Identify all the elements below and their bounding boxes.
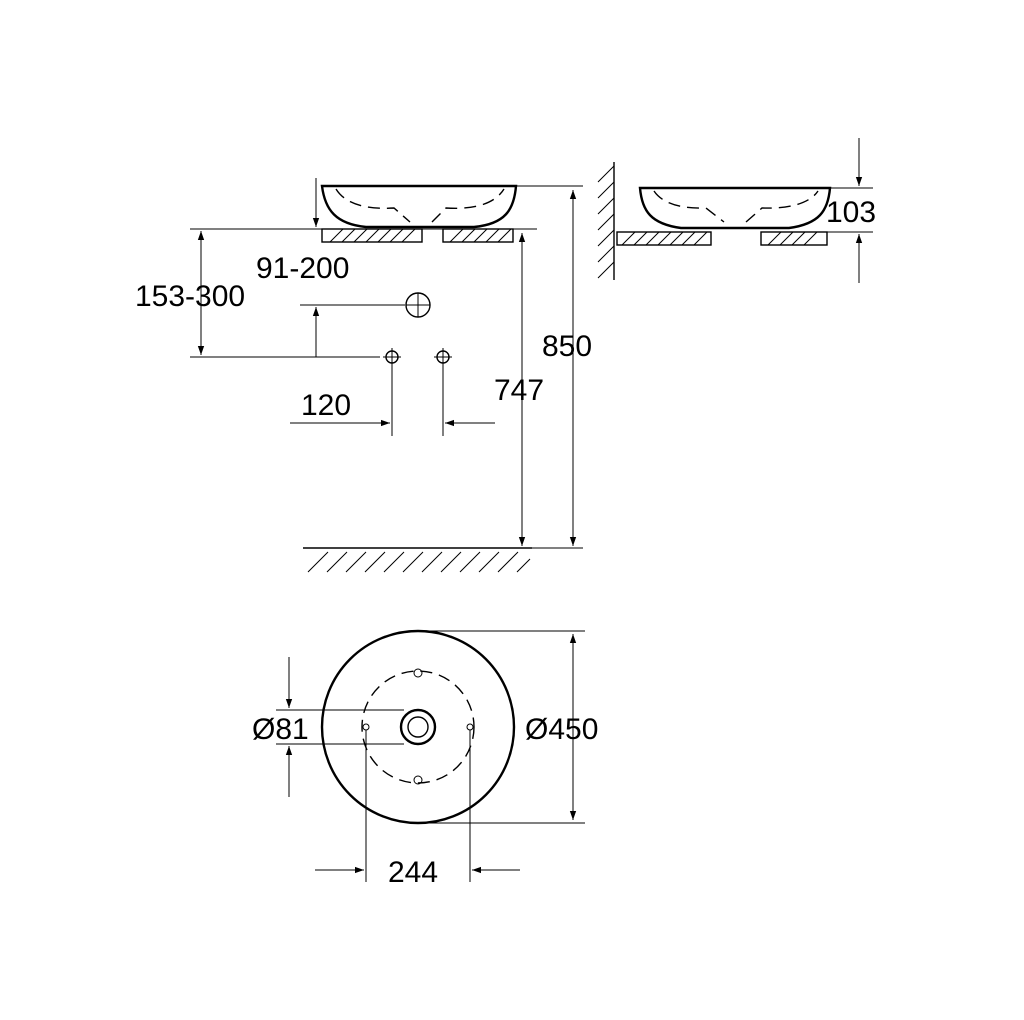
wall-hatch xyxy=(597,162,615,280)
basin-inner-dashed xyxy=(335,188,505,223)
countertop-slab-right xyxy=(442,228,514,243)
side-elevation-view: 103 xyxy=(597,138,876,283)
outlet-inner xyxy=(407,716,429,738)
floor-hatch xyxy=(303,547,532,573)
side-counter-right xyxy=(760,231,828,246)
outlet-outer xyxy=(399,708,437,746)
label-91-200: 91-200 xyxy=(256,252,349,285)
label-103: 103 xyxy=(826,196,876,229)
label-153-300: 153-300 xyxy=(135,280,245,313)
label-dia-450: Ø450 xyxy=(525,713,598,746)
plan-view: Ø450 Ø81 244 xyxy=(252,629,598,889)
label-dia-81: Ø81 xyxy=(252,713,309,746)
basin-profile-side xyxy=(638,186,832,230)
water-connection-left xyxy=(383,348,401,366)
basin-outline-circle xyxy=(320,629,516,825)
label-244: 244 xyxy=(388,856,438,889)
label-850: 850 xyxy=(542,330,592,363)
label-120: 120 xyxy=(301,389,351,422)
side-counter-left xyxy=(616,231,712,246)
inner-dashed-circle xyxy=(361,670,475,784)
drain-outlet-symbol xyxy=(405,292,431,318)
water-connection-right xyxy=(434,348,452,366)
basin-inner-dashed-side xyxy=(653,190,819,223)
basin-profile-front xyxy=(320,184,518,229)
countertop-slab-left xyxy=(321,228,423,243)
label-747: 747 xyxy=(494,374,544,407)
front-elevation-view: 850 747 153-300 91-200 120 xyxy=(135,178,592,573)
